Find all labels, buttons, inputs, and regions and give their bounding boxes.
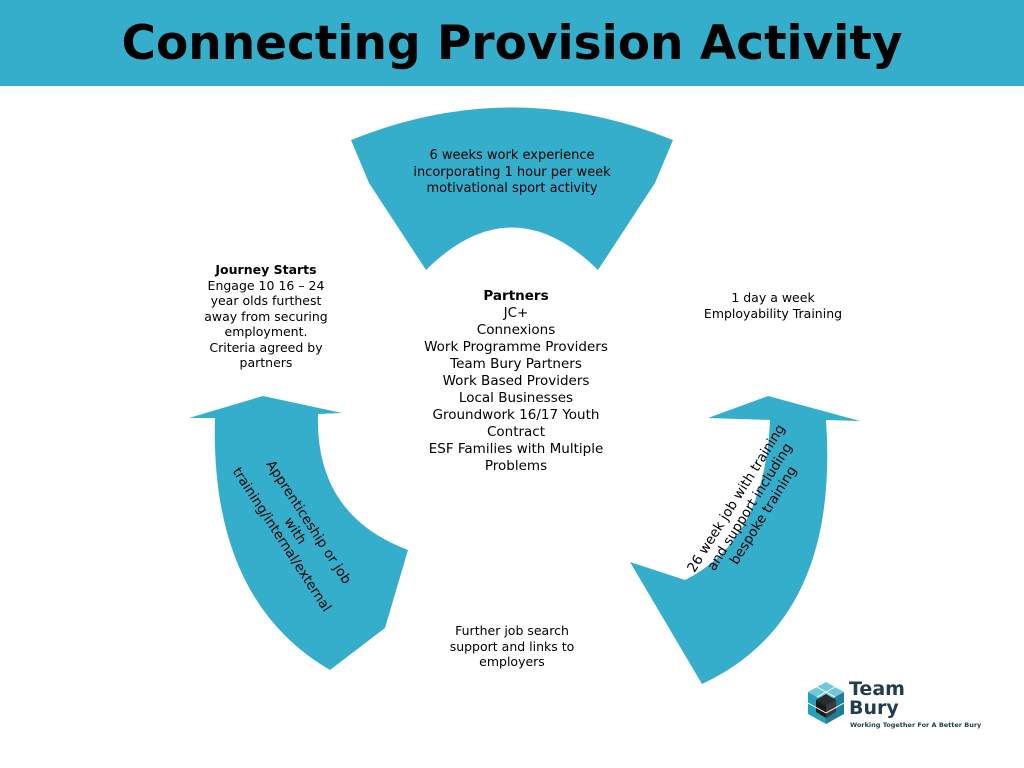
- cube-icon: [807, 682, 845, 724]
- page-title: Connecting Provision Activity: [121, 16, 903, 71]
- top-arrow-line: motivational sport activity: [426, 181, 598, 196]
- top-arrow: [351, 107, 673, 270]
- further-support-block: Further job search support and links to …: [432, 623, 592, 670]
- partner-item: Connexions: [476, 322, 556, 338]
- journey-line: year olds furthest: [210, 293, 322, 308]
- employability-block: 1 day a week Employability Training: [683, 290, 863, 321]
- right-arrow: [630, 396, 860, 684]
- journey-line: Engage 10 16 – 24: [207, 277, 325, 293]
- partner-item: Local Businesses: [458, 390, 574, 406]
- partner-item: Work Programme Providers: [424, 339, 608, 355]
- top-arrow-text: 6 weeks work experience incorporating 1 …: [392, 148, 632, 198]
- journey-line: Criteria agreed by: [209, 339, 323, 355]
- partner-item: Team Bury Partners: [450, 356, 582, 372]
- left-arrow: [189, 396, 408, 670]
- further-line: support and links to: [449, 638, 575, 654]
- logo-tagline: Working Together For A Better Bury: [850, 721, 982, 729]
- partner-item: Groundwork 16/17 Youth: [432, 407, 600, 423]
- journey-starts-block: Journey Starts Engage 10 16 – 24 year ol…: [186, 262, 346, 371]
- partners-heading: Partners: [483, 288, 549, 304]
- partner-item: JC+: [503, 305, 529, 321]
- top-arrow-line: 6 weeks work experience: [429, 148, 595, 163]
- partner-item: Contract: [486, 424, 546, 440]
- journey-heading: Journey Starts: [215, 262, 317, 277]
- journey-line: employment.: [224, 324, 308, 339]
- further-line: Further job search: [455, 623, 569, 638]
- logo-word-bury: Bury: [849, 697, 899, 719]
- logo-word-team: Team: [849, 678, 905, 700]
- journey-line: away from securing: [204, 308, 328, 324]
- employability-line: 1 day a week: [731, 290, 815, 305]
- partner-item: Problems: [484, 458, 548, 474]
- partner-item: ESF Families with Multiple: [428, 441, 604, 457]
- further-line: employers: [479, 654, 545, 669]
- journey-line: partners: [239, 355, 293, 370]
- partner-item: Work Based Providers: [442, 373, 590, 389]
- header-bar: [0, 0, 1024, 86]
- partners-block: Partners JC+ Connexions Work Programme P…: [400, 288, 632, 475]
- employability-line: Employability Training: [703, 305, 843, 321]
- team-bury-logo: Team Bury Working Together For A Better …: [804, 678, 981, 738]
- top-arrow-line: incorporating 1 hour per week: [413, 164, 611, 180]
